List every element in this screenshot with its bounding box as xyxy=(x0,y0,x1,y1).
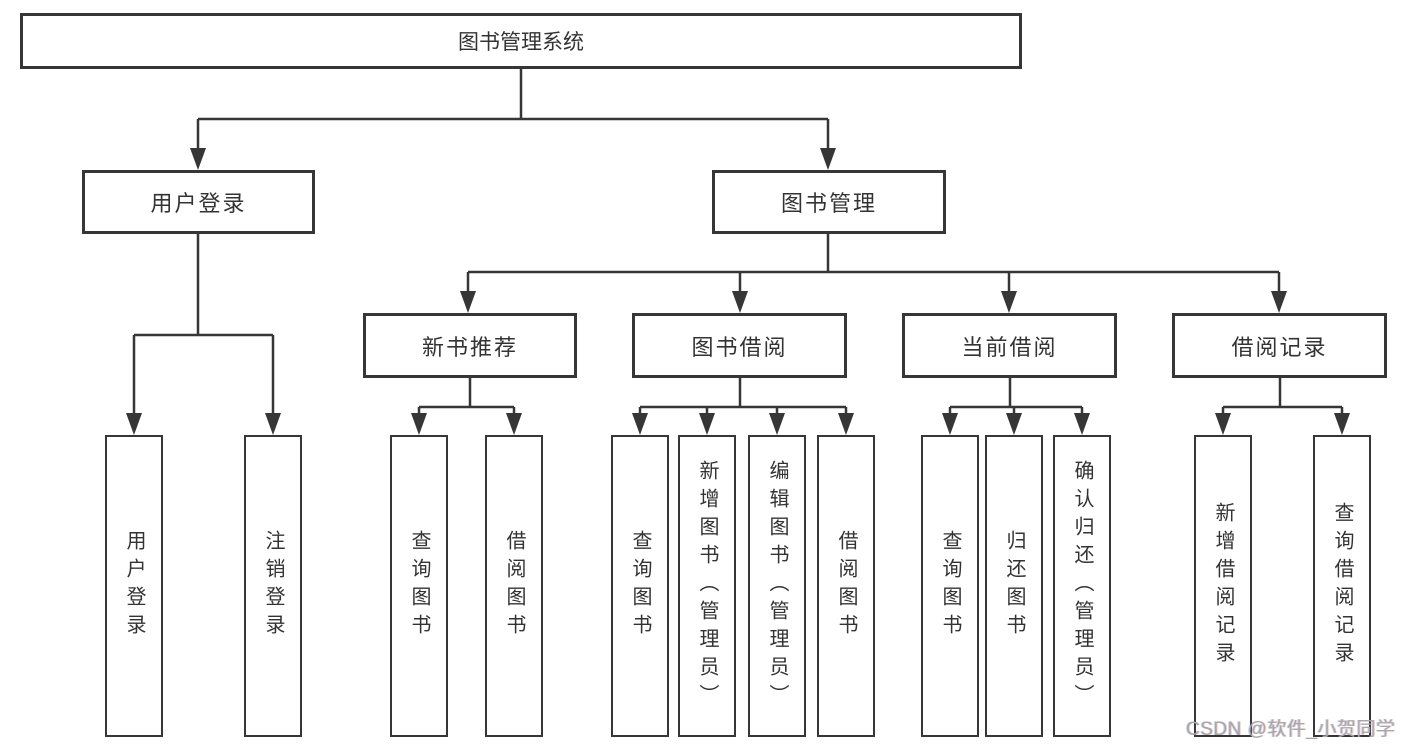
leaf-label: 借阅图书 xyxy=(503,530,525,642)
node-label: 用户登录 xyxy=(150,191,247,216)
node-book-management: 图书管理 xyxy=(712,170,946,234)
leaf-label: 新增图书（管理员） xyxy=(696,460,718,712)
leaf-label: 注销登录 xyxy=(262,530,284,642)
leaf-label: 查询图书 xyxy=(629,530,651,642)
leaf-label: 借阅图书 xyxy=(835,530,857,642)
leaf-label: 查询借阅记录 xyxy=(1331,502,1353,670)
leaf-add-borrow-record: 新增借阅记录 xyxy=(1194,435,1252,737)
node-label: 借阅记录 xyxy=(1231,334,1328,360)
node-current-borrowing: 当前借阅 xyxy=(902,313,1117,378)
leaf-query-books: 查询图书 xyxy=(921,435,979,737)
node-label: 图书借阅 xyxy=(691,334,788,360)
leaf-add-books-admin: 新增图书（管理员） xyxy=(678,435,736,737)
leaf-borrow-books: 借阅图书 xyxy=(817,435,875,737)
node-label: 图书管理系统 xyxy=(458,31,584,54)
node-new-book-recommendation: 新书推荐 xyxy=(363,313,577,378)
leaf-query-borrow-record: 查询借阅记录 xyxy=(1313,435,1371,737)
leaf-return-books: 归还图书 xyxy=(985,435,1043,737)
node-user-login: 用户登录 xyxy=(82,170,315,234)
leaf-label: 用户登录 xyxy=(123,530,145,642)
leaf-confirm-return-admin: 确认归还（管理员） xyxy=(1053,435,1111,737)
leaf-user-login: 用户登录 xyxy=(105,435,163,737)
leaf-borrow-books: 借阅图书 xyxy=(485,435,543,737)
leaf-query-books: 查询图书 xyxy=(390,435,448,737)
leaf-label: 查询图书 xyxy=(408,530,430,642)
node-label: 图书管理 xyxy=(780,191,877,216)
leaf-label: 查询图书 xyxy=(939,530,961,642)
leaf-logout: 注销登录 xyxy=(244,435,302,737)
csdn-watermark: CSDN @软件_小贺同学 xyxy=(1186,719,1396,740)
leaf-label: 编辑图书（管理员） xyxy=(766,460,788,712)
node-library-management-system: 图书管理系统 xyxy=(20,13,1022,69)
leaf-label: 归还图书 xyxy=(1003,530,1025,642)
leaf-label: 新增借阅记录 xyxy=(1212,502,1234,670)
node-label: 当前借阅 xyxy=(961,334,1058,360)
arrowheads xyxy=(126,148,1350,435)
node-book-borrowing: 图书借阅 xyxy=(632,313,847,378)
leaf-edit-books-admin: 编辑图书（管理员） xyxy=(748,435,806,737)
node-borrowing-records: 借阅记录 xyxy=(1172,313,1387,378)
node-label: 新书推荐 xyxy=(421,334,518,360)
leaf-label: 确认归还（管理员） xyxy=(1071,460,1093,712)
leaf-query-books: 查询图书 xyxy=(611,435,669,737)
